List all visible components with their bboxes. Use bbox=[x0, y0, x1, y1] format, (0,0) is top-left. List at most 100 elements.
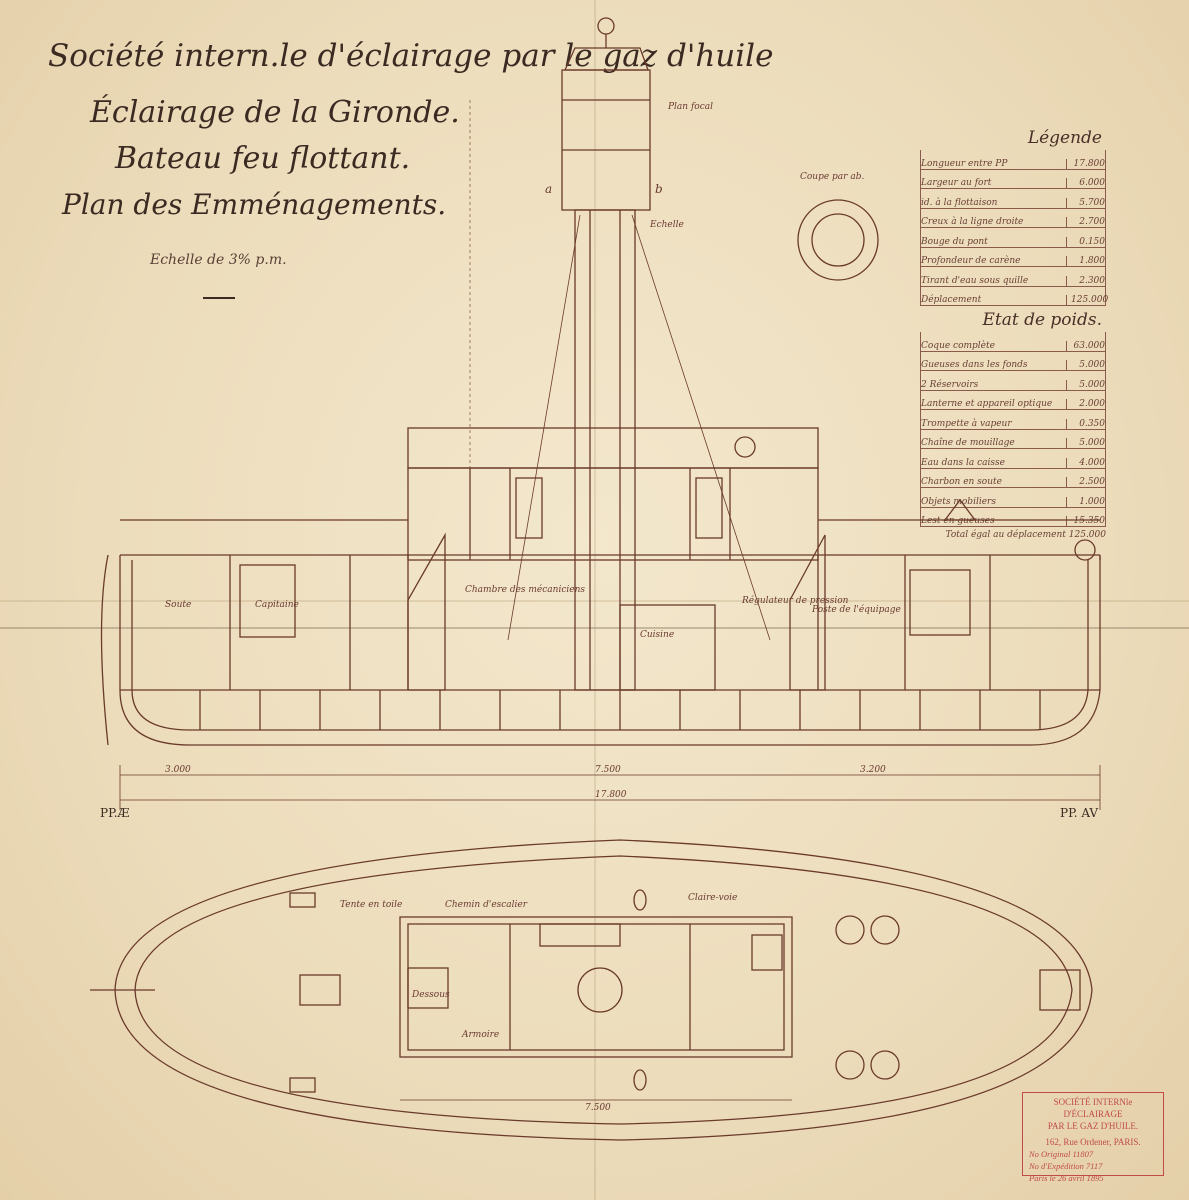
legend-row: Bouge du pont 0.150 bbox=[921, 228, 1105, 248]
label-coupe: Coupe par ab. bbox=[800, 172, 865, 182]
label-claire-voie: Claire-voie bbox=[688, 893, 738, 903]
label-dessous: Dessous bbox=[412, 990, 450, 1000]
label-armoire: Armoire bbox=[462, 1030, 500, 1040]
stamp-line-1: SOCIÉTÉ INTERNle D'ÉCLAIRAGE bbox=[1053, 1097, 1133, 1119]
legend-label: Tirant d'eau sous quille bbox=[921, 275, 1029, 286]
weights-value: 5.000 bbox=[1066, 360, 1105, 370]
label-poste: Poste de l'équipage bbox=[812, 605, 901, 615]
deck-house bbox=[407, 427, 819, 561]
label-plan-focal: Plan focal bbox=[668, 102, 713, 112]
legend-row: Largeur au fort 6.000 bbox=[921, 170, 1105, 189]
legend-value: 0.150 bbox=[1066, 236, 1105, 247]
label-tente: Tente en toile bbox=[340, 900, 403, 910]
weights-label: 2 Réservoirs bbox=[921, 379, 979, 390]
legend-row: Profondeur de carène 1.800 bbox=[921, 248, 1105, 267]
stamp-line-3: 162, Rue Ordener, PARIS. bbox=[1045, 1137, 1141, 1147]
weights-row: Lanterne et appareil optique 2.000 bbox=[921, 391, 1105, 410]
weights-heading: Etat de poids. bbox=[982, 310, 1102, 330]
weights-label: Gueuses dans les fonds bbox=[921, 360, 1028, 370]
legend-label: Longueur entre PP bbox=[921, 158, 1008, 169]
dimension-lines bbox=[119, 765, 1101, 810]
label-soute: Soute bbox=[165, 600, 192, 610]
weights-value: 5.000 bbox=[1066, 438, 1105, 448]
weights-row: Coque complète 63.000 bbox=[921, 332, 1105, 352]
fold-line-vertical bbox=[594, 0, 596, 1200]
title-project: Éclairage de la Gironde. bbox=[90, 95, 460, 130]
weights-row: Trompette à vapeur 0.350 bbox=[921, 410, 1105, 430]
weights-value: 2.500 bbox=[1066, 477, 1105, 487]
weights-label: Coque complète bbox=[921, 340, 995, 351]
title-plan: Plan des Emménagements. bbox=[62, 188, 447, 221]
legend-value: 125.000 bbox=[1066, 295, 1108, 305]
legend-value: 2.700 bbox=[1066, 217, 1105, 227]
legend-row: Déplacement 125.000 bbox=[921, 287, 1108, 306]
legend-label: Largeur au fort bbox=[921, 178, 992, 188]
legend-total: Total égal au déplacement 125.000 bbox=[945, 530, 1106, 540]
legend-label: id. à la flottaison bbox=[921, 197, 998, 208]
dim-mid: 7.500 bbox=[595, 765, 621, 775]
hull-profile bbox=[100, 498, 1101, 746]
label-echelle: Echelle bbox=[650, 220, 684, 230]
stamp-line-2: PAR LE GAZ D'HUILE. bbox=[1047, 1121, 1139, 1131]
legend-row: Longueur entre PP 17.800 bbox=[921, 150, 1105, 170]
legend-label: Bouge du pont bbox=[921, 236, 988, 247]
weights-value: 0.350 bbox=[1066, 418, 1105, 429]
weights-value: 63.000 bbox=[1066, 340, 1105, 351]
legend-label: Creux à la ligne droite bbox=[921, 217, 1024, 227]
weights-label: Eau dans la caisse bbox=[921, 457, 1005, 468]
label-regulateur: Régulateur de pression bbox=[742, 596, 849, 606]
weights-row: Eau dans la caisse 4.000 bbox=[921, 449, 1105, 469]
weights-value: 1.000 bbox=[1066, 496, 1105, 507]
weights-label: Chaîne de mouillage bbox=[921, 438, 1015, 448]
dim-left: 3.000 bbox=[165, 765, 191, 775]
weights-row: Chaîne de mouillage 5.000 bbox=[921, 430, 1105, 449]
weights-value: 4.000 bbox=[1066, 457, 1105, 468]
legend-row: Creux à la ligne droite 2.700 bbox=[921, 209, 1105, 228]
stamp-line-4: No Original 11807 bbox=[1029, 1149, 1094, 1159]
legend-row: id. à la flottaison 5.700 bbox=[921, 189, 1105, 209]
label-chemin: Chemin d'escalier bbox=[445, 900, 528, 910]
legend-value: 2.300 bbox=[1066, 275, 1105, 286]
title-vessel: Bateau feu flottant. bbox=[115, 141, 411, 176]
label-pp-av: PP. AV bbox=[1060, 806, 1099, 820]
scale-note: Echelle de 3% p.m. bbox=[150, 252, 287, 268]
label-cuisine: Cuisine bbox=[640, 630, 675, 640]
weights-row: 2 Réservoirs 5.000 bbox=[921, 371, 1105, 391]
legend-value: 5.700 bbox=[1066, 197, 1105, 208]
weights-value: 5.000 bbox=[1066, 379, 1105, 390]
company-stamp: SOCIÉTÉ INTERNle D'ÉCLAIRAGE PAR LE GAZ … bbox=[1022, 1092, 1164, 1183]
section-circle bbox=[797, 199, 879, 281]
label-b: b bbox=[655, 182, 663, 196]
dim-total: 17.800 bbox=[595, 790, 627, 800]
title-company: Société intern.le d'éclairage par le gaz… bbox=[48, 38, 774, 74]
fold-line-horizontal bbox=[0, 600, 1189, 602]
legend-value: 17.800 bbox=[1066, 158, 1105, 169]
weights-label: Charbon en soute bbox=[921, 477, 1002, 487]
weights-row: Charbon en soute 2.500 bbox=[921, 469, 1105, 488]
legend-value: 1.800 bbox=[1066, 256, 1105, 266]
dim-right: 3.200 bbox=[860, 765, 886, 775]
stamp-line-6: Paris le 26 avril 1895 bbox=[1029, 1173, 1104, 1183]
legend-value: 6.000 bbox=[1066, 178, 1105, 188]
label-a: a bbox=[545, 182, 553, 196]
weights-label: Trompette à vapeur bbox=[921, 418, 1012, 429]
weights-label: Lanterne et appareil optique bbox=[921, 399, 1053, 409]
dim-plan: 7.500 bbox=[585, 1103, 611, 1113]
legend-label: Déplacement bbox=[921, 295, 982, 305]
weights-value: 15.350 bbox=[1066, 516, 1105, 526]
weights-label: Lest en gueuses bbox=[921, 516, 995, 526]
legend-label: Profondeur de carène bbox=[921, 256, 1021, 266]
label-pp-ar: PP.Æ bbox=[100, 806, 130, 820]
legend-heading: Légende bbox=[1027, 128, 1102, 148]
weights-value: 2.000 bbox=[1066, 399, 1105, 409]
label-chambre: Chambre des mécaniciens bbox=[465, 585, 586, 595]
stamp-line-5: No d'Expédition 7117 bbox=[1029, 1161, 1103, 1171]
weights-row: Lest en gueuses 15.350 bbox=[921, 508, 1105, 527]
label-capitaine: Capitaine bbox=[255, 600, 299, 610]
deck-plan bbox=[90, 839, 1093, 1141]
legend-row: Tirant d'eau sous quille 2.300 bbox=[921, 267, 1105, 287]
weights-row: Gueuses dans les fonds 5.000 bbox=[921, 352, 1105, 371]
